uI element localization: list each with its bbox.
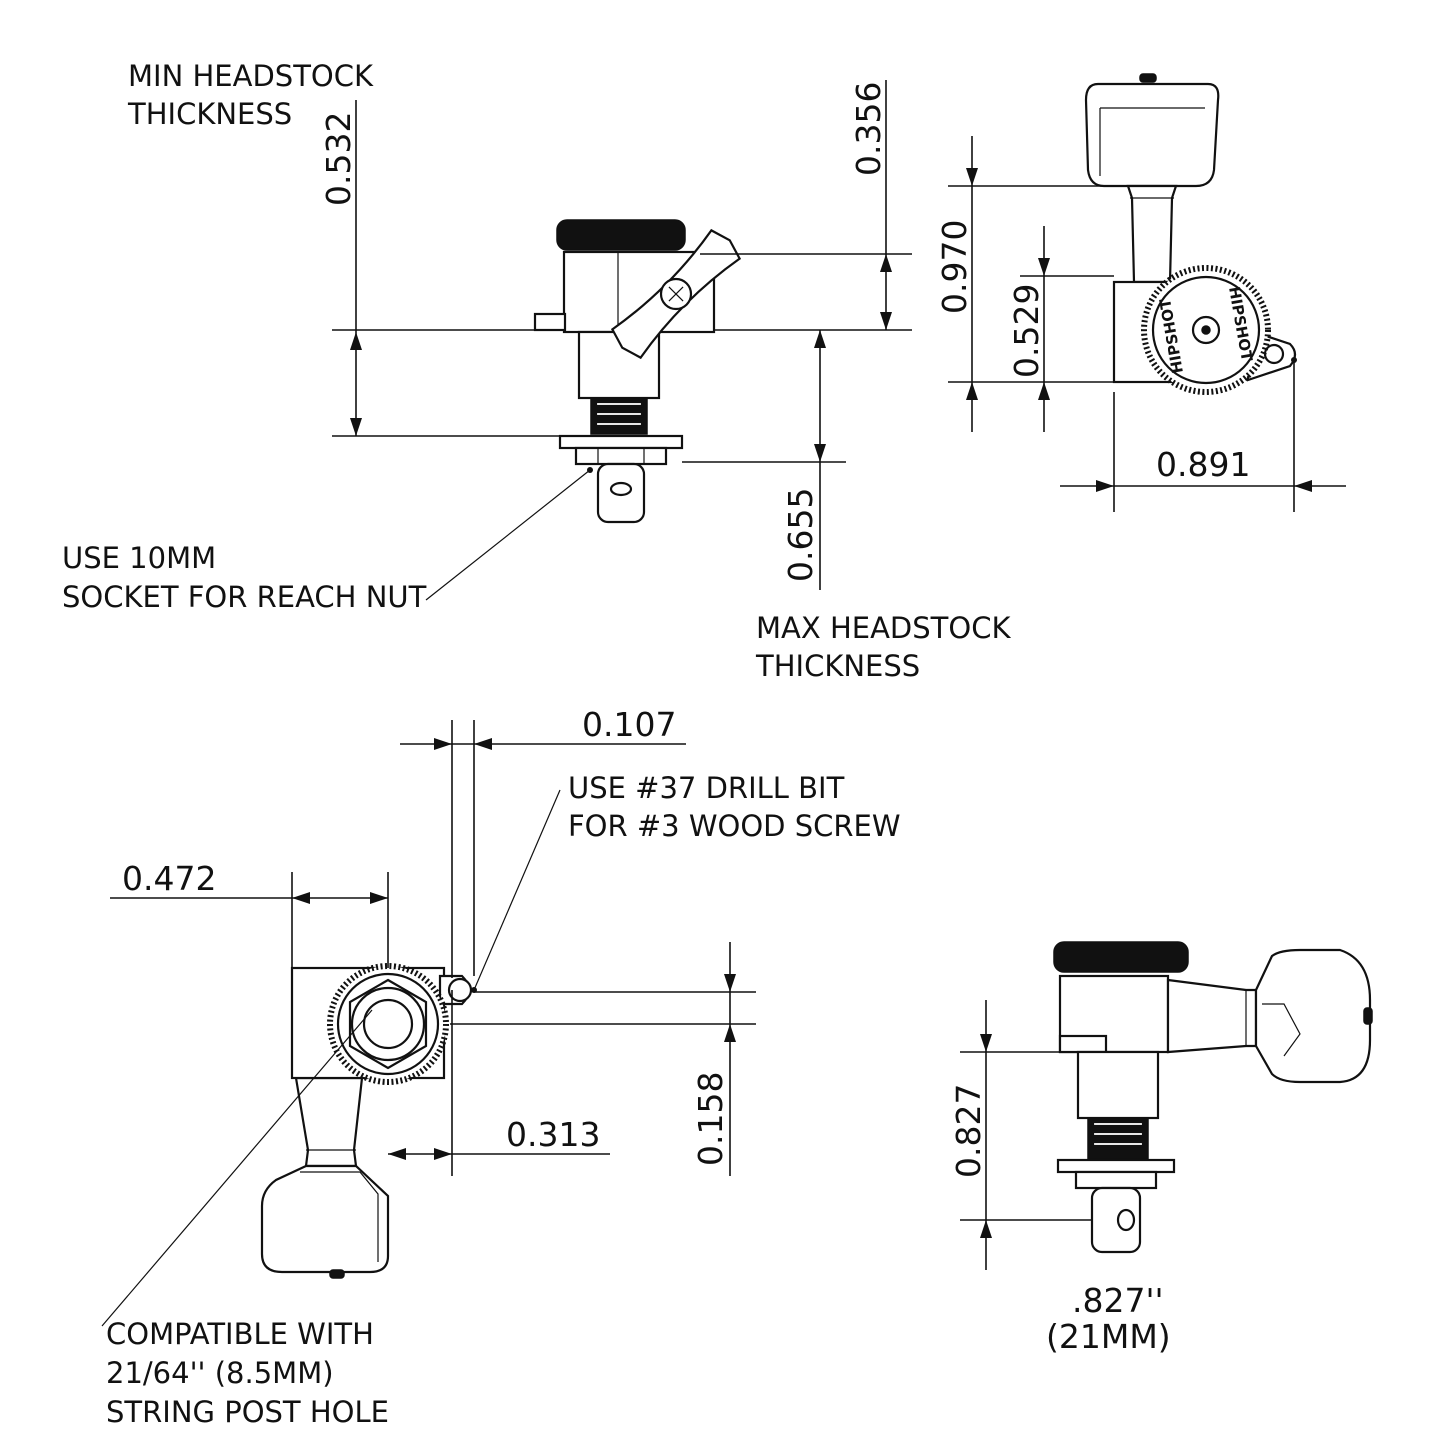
size-mm-label: (21MM)	[1046, 1317, 1171, 1356]
top-view-tuner	[260, 963, 473, 1279]
locking-thumbwheel	[556, 219, 686, 251]
dim-post-offset: 0.472	[122, 859, 216, 898]
max-headstock-label-2: THICKNESS	[755, 649, 920, 683]
front-view-tuner	[1053, 941, 1373, 1254]
key-wing	[610, 228, 742, 360]
front-thumbwheel	[1053, 941, 1189, 973]
top-view-dimensions	[101, 720, 756, 1327]
front-post-bushing	[1076, 1050, 1160, 1120]
min-headstock-label-2: THICKNESS	[127, 97, 292, 131]
top-shaft	[294, 1076, 364, 1168]
anti-rotation-pin	[533, 312, 567, 332]
front-shaft	[1166, 978, 1258, 1054]
compat-label-2: 21/64'' (8.5MM)	[106, 1356, 334, 1390]
dim-width-overall: 0.891	[1156, 445, 1250, 484]
dim-min-thickness: 0.532	[319, 112, 358, 206]
dim-height-body: 0.529	[1007, 284, 1046, 378]
dim-height-overall: 0.970	[935, 220, 974, 314]
dim-post-to-edge: 0.313	[506, 1115, 600, 1154]
side-view-tuner	[533, 219, 742, 524]
back-view-dimensions	[948, 136, 1346, 512]
back-view-tuner: HIPSHOT HIPSHOT	[1084, 73, 1297, 395]
drill-label-1: USE #37 DRILL BIT	[568, 771, 845, 805]
front-tuner-button	[1254, 948, 1372, 1084]
top-tuner-button	[260, 1164, 390, 1274]
drill-label-2: FOR #3 WOOD SCREW	[568, 809, 901, 843]
size-inch-label: .827''	[1072, 1281, 1164, 1320]
socket-label-2: SOCKET FOR REACH NUT	[62, 580, 427, 614]
socket-label-1: USE 10MM	[62, 541, 216, 575]
dim-washer-width: 0.827	[949, 1084, 988, 1178]
dim-top-offset: 0.356	[849, 82, 888, 176]
compat-label-1: COMPATIBLE WITH	[106, 1317, 374, 1351]
reach-nut	[574, 446, 668, 466]
side-view-dimensions	[332, 80, 912, 601]
front-view-dimensions	[960, 1000, 1092, 1270]
dim-screw-offset-y: 0.158	[691, 1072, 730, 1166]
tuner-button	[1084, 82, 1220, 188]
max-headstock-label-1: MAX HEADSTOCK	[756, 611, 1011, 645]
washer	[558, 434, 684, 450]
tuner-shaft	[1126, 184, 1178, 284]
dim-max-thickness: 0.655	[781, 488, 820, 582]
compat-label-3: STRING POST HOLE	[106, 1395, 389, 1429]
front-nut	[1074, 1170, 1158, 1190]
dim-screw-offset-x: 0.107	[582, 705, 676, 744]
min-headstock-label-1: MIN HEADSTOCK	[128, 59, 374, 93]
front-washer	[1056, 1158, 1176, 1174]
string-post-hole	[362, 998, 414, 1050]
